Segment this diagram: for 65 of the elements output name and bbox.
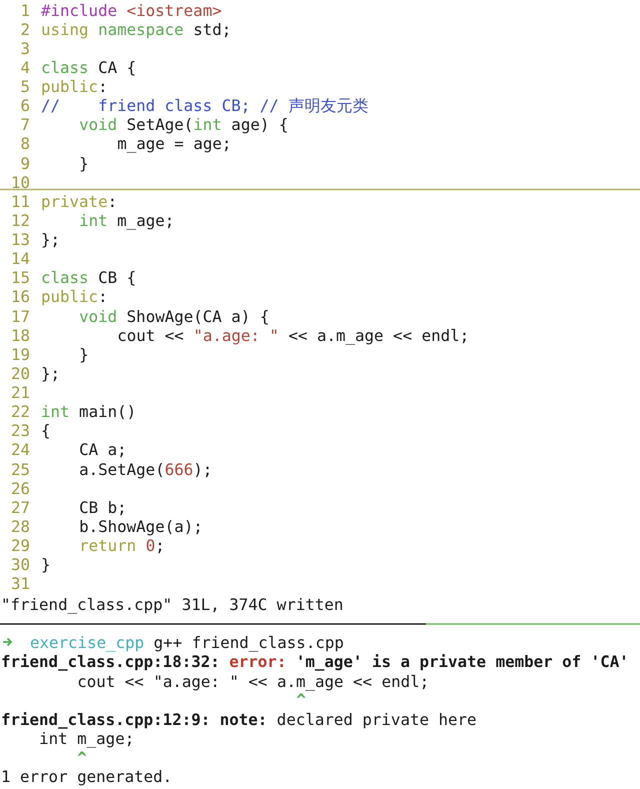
code-line: } bbox=[79, 154, 89, 173]
note-message: friend_class.cpp:12:9: note: declared private here bbox=[1, 710, 477, 728]
caret-marker: ^ bbox=[77, 748, 87, 766]
line-number: 31 bbox=[10, 574, 30, 594]
summary-line: 1 error generated. bbox=[1, 766, 172, 786]
code-line: int m_age; bbox=[79, 210, 174, 230]
code-line: }; bbox=[41, 230, 60, 250]
error-message: friend_class.cpp:18:32: error: 'm_age' is a private member of 'CA' bbox=[1, 652, 629, 670]
line-number: 4 bbox=[19, 58, 30, 77]
line-number: 21 bbox=[10, 383, 30, 402]
line-number: 20 bbox=[10, 364, 30, 383]
line-number: 7 bbox=[19, 115, 30, 134]
line-number: 6 bbox=[19, 96, 30, 116]
line-number: 26 bbox=[10, 478, 30, 498]
line-number: 17 bbox=[10, 306, 30, 326]
code-excerpt: int m_age; bbox=[39, 728, 134, 748]
code-line: b.ShowAge(a); bbox=[79, 517, 203, 536]
line-number: 24 bbox=[10, 440, 30, 460]
status-line: "friend_class.cpp" 31L, 374C written bbox=[1, 594, 344, 614]
line-number: 29 bbox=[10, 536, 30, 556]
line-number: 14 bbox=[10, 249, 30, 268]
code-line: CA a; bbox=[79, 440, 127, 460]
code-line: private: bbox=[41, 192, 118, 211]
code-line: }; bbox=[41, 364, 60, 383]
line-number: 12 bbox=[10, 210, 30, 230]
code-line: return 0; bbox=[79, 536, 165, 556]
code-line: void ShowAge(CA a) { bbox=[79, 306, 270, 326]
line-number: 9 bbox=[19, 154, 30, 173]
code-line: public: bbox=[41, 77, 108, 96]
line-number: 13 bbox=[10, 230, 30, 250]
code-line: } bbox=[41, 555, 51, 574]
code-line: int main() bbox=[41, 402, 136, 422]
code-line: { bbox=[41, 421, 51, 440]
line-number: 2 bbox=[19, 20, 30, 39]
line-number: 15 bbox=[10, 268, 30, 288]
line-number: 5 bbox=[19, 77, 30, 96]
code-line: using namespace std; bbox=[41, 20, 232, 39]
line-number: 27 bbox=[10, 498, 30, 517]
code-line: cout << "a.age: " << a.m_age << endl; bbox=[117, 326, 470, 345]
line-number: 23 bbox=[10, 421, 30, 440]
line-number: 30 bbox=[10, 555, 30, 574]
command-line: exercise_cpp g++ friend_class.cpp bbox=[30, 632, 344, 652]
line-number: 1 bbox=[19, 0, 30, 20]
code-line: CB b; bbox=[79, 498, 127, 517]
code-line: } bbox=[79, 344, 89, 364]
code-line: a.SetAge(666); bbox=[79, 460, 212, 479]
line-number: 3 bbox=[19, 38, 30, 58]
code-line: class CB { bbox=[41, 268, 136, 288]
caret-marker: ^ bbox=[296, 690, 306, 708]
code-line: // friend class CB; // 声明友元类 bbox=[41, 96, 368, 116]
code-line: public: bbox=[41, 287, 108, 306]
line-number: 25 bbox=[10, 460, 30, 479]
line-number: 18 bbox=[10, 326, 30, 345]
line-number: 8 bbox=[19, 134, 30, 154]
code-line: m_age = age; bbox=[117, 134, 232, 154]
line-number: 11 bbox=[10, 192, 30, 211]
line-number: 28 bbox=[10, 517, 30, 536]
code-line: #include <iostream> bbox=[41, 0, 222, 20]
code-line: void SetAge(int age) { bbox=[79, 115, 288, 134]
line-number: 19 bbox=[10, 344, 30, 364]
line-number: 10 bbox=[10, 172, 30, 192]
line-number: 22 bbox=[10, 402, 30, 422]
line-number: 16 bbox=[10, 287, 30, 306]
code-excerpt: cout << "a.age: " << a.m_age << endl; bbox=[77, 672, 430, 690]
code-line: class CA { bbox=[41, 58, 136, 77]
